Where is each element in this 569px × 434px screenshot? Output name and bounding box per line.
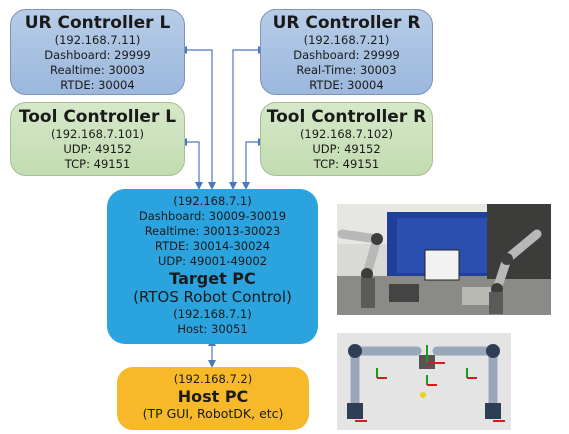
ur-controller-left-rtde: RTDE: 30004	[60, 78, 135, 92]
tool-controller-right-tcp: TCP: 49151	[313, 157, 380, 171]
ur-controller-right-realtime: Real-Time: 30003	[296, 63, 397, 77]
ur-controller-right: UR Controller R (192.168.7.21) Dashboard…	[260, 9, 433, 95]
ur-controller-left-ip: (192.168.7.11)	[54, 33, 141, 47]
arrow-tool-right-target	[242, 138, 266, 190]
target-pc: (192.168.7.1) Dashboard: 30009-30019 Rea…	[107, 189, 318, 344]
host-pc-subtitle: (TP GUI, RobotDK, etc)	[142, 406, 284, 421]
target-pc-title: Target PC	[169, 269, 256, 288]
ur-controller-right-ip: (192.168.7.21)	[303, 33, 390, 47]
target-pc-ip-2: (192.168.7.1)	[173, 307, 252, 321]
target-pc-realtime: Realtime: 30013-30023	[144, 224, 281, 238]
target-pc-dashboard: Dashboard: 30009-30019	[138, 209, 287, 223]
target-pc-udp: UDP: 49001-49002	[157, 254, 268, 268]
tool-controller-right-title: Tool Controller R	[266, 107, 427, 127]
host-pc-ip: (192.168.7.2)	[173, 372, 253, 386]
tool-controller-left: Tool Controller L (192.168.7.101) UDP: 4…	[10, 102, 185, 176]
target-pc-rtde: RTDE: 30014-30024	[154, 239, 271, 253]
tool-controller-left-udp: UDP: 49152	[63, 142, 132, 156]
arrow-ur-left-target	[179, 46, 216, 190]
ur-controller-left-dashboard: Dashboard: 29999	[44, 48, 151, 62]
ur-controller-left-title: UR Controller L	[24, 13, 171, 33]
host-pc-title: Host PC	[177, 387, 249, 406]
host-pc: (192.168.7.2) Host PC (TP GUI, RobotDK, …	[117, 367, 309, 430]
tool-controller-left-title: Tool Controller L	[18, 107, 177, 127]
tool-controller-right: Tool Controller R (192.168.7.102) UDP: 4…	[260, 102, 433, 176]
ur-controller-right-rtde: RTDE: 30004	[309, 78, 384, 92]
arrow-tool-left-target	[179, 138, 203, 190]
simulation-render	[337, 333, 511, 430]
ur-controller-left-realtime: Realtime: 30003	[50, 63, 145, 77]
target-pc-subtitle: (RTOS Robot Control)	[133, 288, 292, 306]
tool-controller-left-ip: (192.168.7.101)	[50, 127, 145, 141]
lab-photo	[337, 204, 551, 315]
arrow-ur-right-target	[229, 46, 266, 190]
tool-controller-right-ip: (192.168.7.102)	[299, 127, 394, 141]
tool-controller-right-udp: UDP: 49152	[312, 142, 381, 156]
ur-controller-right-title: UR Controller R	[272, 13, 421, 33]
tool-controller-left-tcp: TCP: 49151	[64, 157, 131, 171]
target-pc-ip: (192.168.7.1)	[173, 194, 252, 208]
ur-controller-left: UR Controller L (192.168.7.11) Dashboard…	[10, 9, 185, 95]
target-pc-host: Host: 30051	[177, 322, 248, 336]
ur-controller-right-dashboard: Dashboard: 29999	[293, 48, 400, 62]
